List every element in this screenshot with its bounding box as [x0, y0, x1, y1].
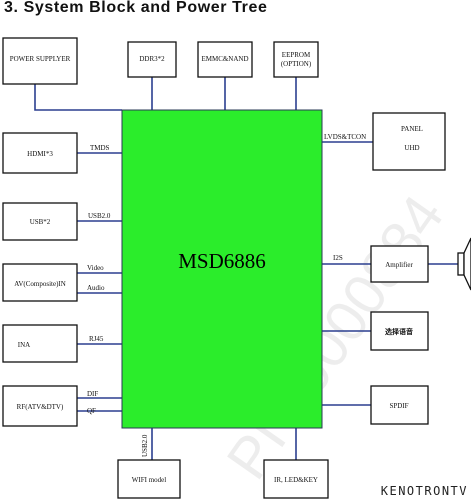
rf-label: RF(ATV&DTV): [17, 403, 64, 411]
spdif-box: [370, 385, 429, 425]
amplifier-box: [370, 245, 429, 283]
speaker-icon: [457, 237, 471, 291]
ir-led-key-box: [263, 459, 329, 499]
power-supplyer-label: POWER SUPPLYER: [10, 55, 71, 63]
ina-label: INA: [18, 341, 30, 349]
wifi-label: WIFI model: [132, 476, 166, 484]
spdif-label: SPDIF: [389, 402, 408, 410]
connection-lines: [34, 77, 458, 460]
emmc-box: [197, 41, 253, 78]
rf-dif-link-label: DIF: [87, 390, 98, 398]
page-title: 3. System Block and Power Tree: [4, 0, 268, 16]
chip-label: MSD6886: [178, 249, 266, 273]
av-video-link-label: Video: [87, 264, 104, 272]
audio-selector-label: 选择语音: [385, 327, 413, 336]
eeprom-label-line1: EEPROM: [282, 51, 311, 59]
ddr-label: DDR3*2: [139, 55, 165, 63]
ina-link-label: RJ45: [89, 335, 104, 343]
av-audio-link-label: Audio: [87, 284, 105, 292]
eeprom-label-line2: (OPTION): [281, 60, 312, 68]
hdmi-box: [2, 132, 78, 174]
audio-selector-box: [370, 311, 429, 351]
power-supplyer-box: [2, 37, 78, 85]
panel-link-label: LVDS&TCON: [324, 133, 366, 141]
msd6886-chip: [121, 109, 323, 429]
av-box: [2, 263, 78, 302]
ddr-box: [127, 41, 177, 78]
usb-box: [2, 202, 78, 241]
wifi-link-label: USB2.0: [141, 434, 149, 457]
av-label: AV(Composite)IN: [14, 280, 66, 288]
hdmi-label: HDMI*3: [27, 150, 53, 158]
ir-led-key-label: IR, LED&KEY: [274, 476, 318, 484]
usb-label: USB*2: [30, 218, 51, 226]
usb-link-label: USB2.0: [88, 212, 111, 220]
footer-watermark: KENOTRONTV: [380, 484, 468, 498]
eeprom-box: [273, 41, 319, 78]
panel-label-line1: PANEL: [401, 125, 423, 133]
amplifier-link-label: I2S: [333, 254, 343, 262]
emmc-label: EMMC&NAND: [201, 55, 248, 63]
amplifier-label: Amplifier: [385, 261, 413, 269]
panel-box: [372, 112, 446, 171]
ina-box: [2, 324, 78, 363]
hdmi-link-label: TMDS: [90, 144, 110, 152]
wifi-box: [117, 459, 181, 499]
panel-label-line2: UHD: [404, 144, 419, 152]
rf-qf-link-label: QF: [87, 407, 96, 415]
rf-box: [2, 385, 78, 427]
wire-power: [34, 84, 122, 111]
